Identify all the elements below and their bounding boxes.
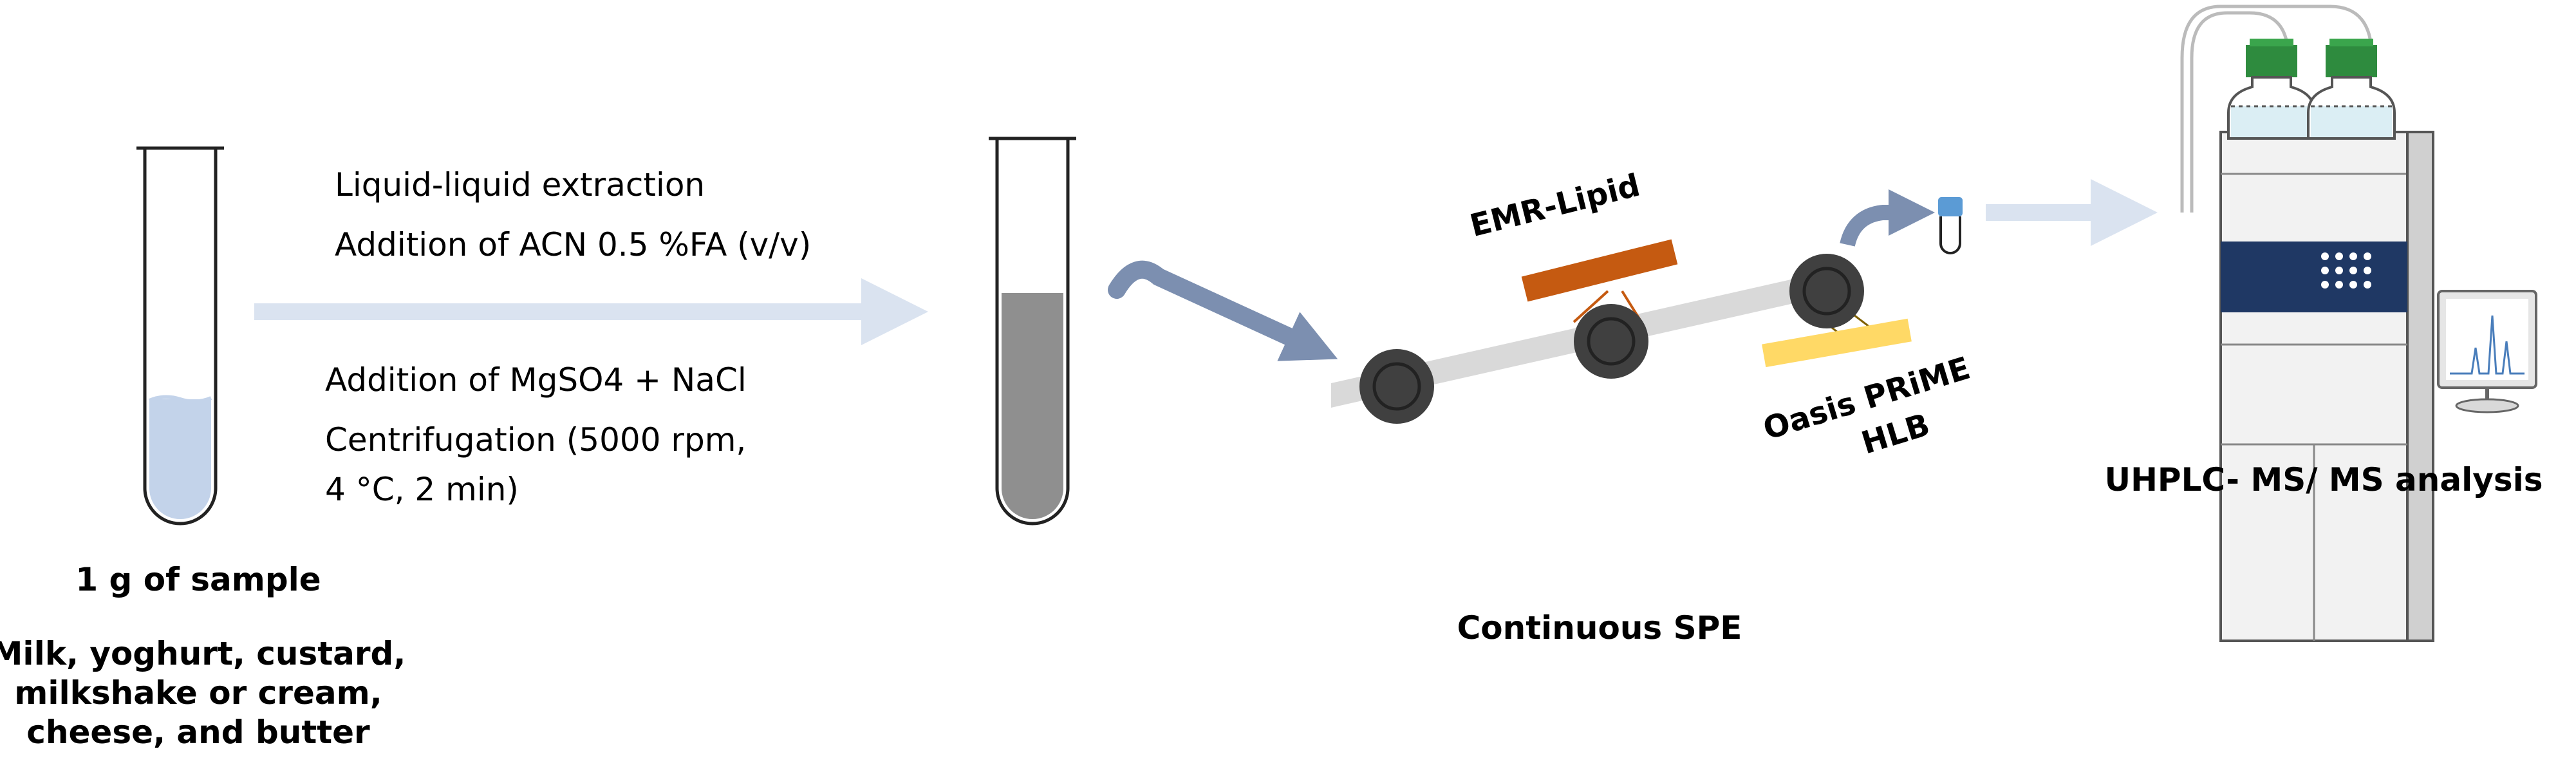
monitor-icon xyxy=(2437,290,2537,413)
spe-valve-2 xyxy=(1574,304,1648,379)
extract-tube xyxy=(989,137,1076,526)
extraction-step-1: Liquid-liquid extraction xyxy=(335,166,705,204)
detector-band xyxy=(2221,242,2407,312)
extraction-step-5: 4 °C, 2 min) xyxy=(325,471,519,508)
analysis-caption: UHPLC- MS/ MS analysis xyxy=(2104,461,2543,498)
extraction-step-3: Addition of MgSO4 + NaCl xyxy=(325,361,747,399)
sample-matrix-line-2: milkshake or cream, xyxy=(14,674,382,712)
vial xyxy=(1938,197,1963,254)
sample-matrix-line-1: Milk, yoghurt, custard, xyxy=(0,635,406,672)
extraction-step-2: Addition of ACN 0.5 %FA (v/v) xyxy=(335,226,812,263)
sample-tube xyxy=(136,146,224,526)
sample-matrix-line-3: cheese, and butter xyxy=(26,714,370,751)
spe-caption: Continuous SPE xyxy=(1457,609,1742,647)
oasis-prime-cartridge xyxy=(1762,318,1912,368)
spe-valve-3 xyxy=(1789,254,1864,328)
solvent-bottle-1 xyxy=(2227,39,2316,140)
solvent-bottle-2 xyxy=(2307,39,2396,140)
uhplc-ms-instrument xyxy=(2180,5,2434,642)
vial-arrow xyxy=(1840,189,1935,247)
emr-lipid-cartridge xyxy=(1521,239,1678,302)
sample-amount: 1 g of sample xyxy=(75,561,321,598)
spe-valve-1 xyxy=(1359,349,1434,424)
transfer-arrow xyxy=(1108,260,1338,361)
spe-manifold-bar xyxy=(1331,277,1802,408)
extraction-step-4: Centrifugation (5000 rpm, xyxy=(325,421,747,459)
